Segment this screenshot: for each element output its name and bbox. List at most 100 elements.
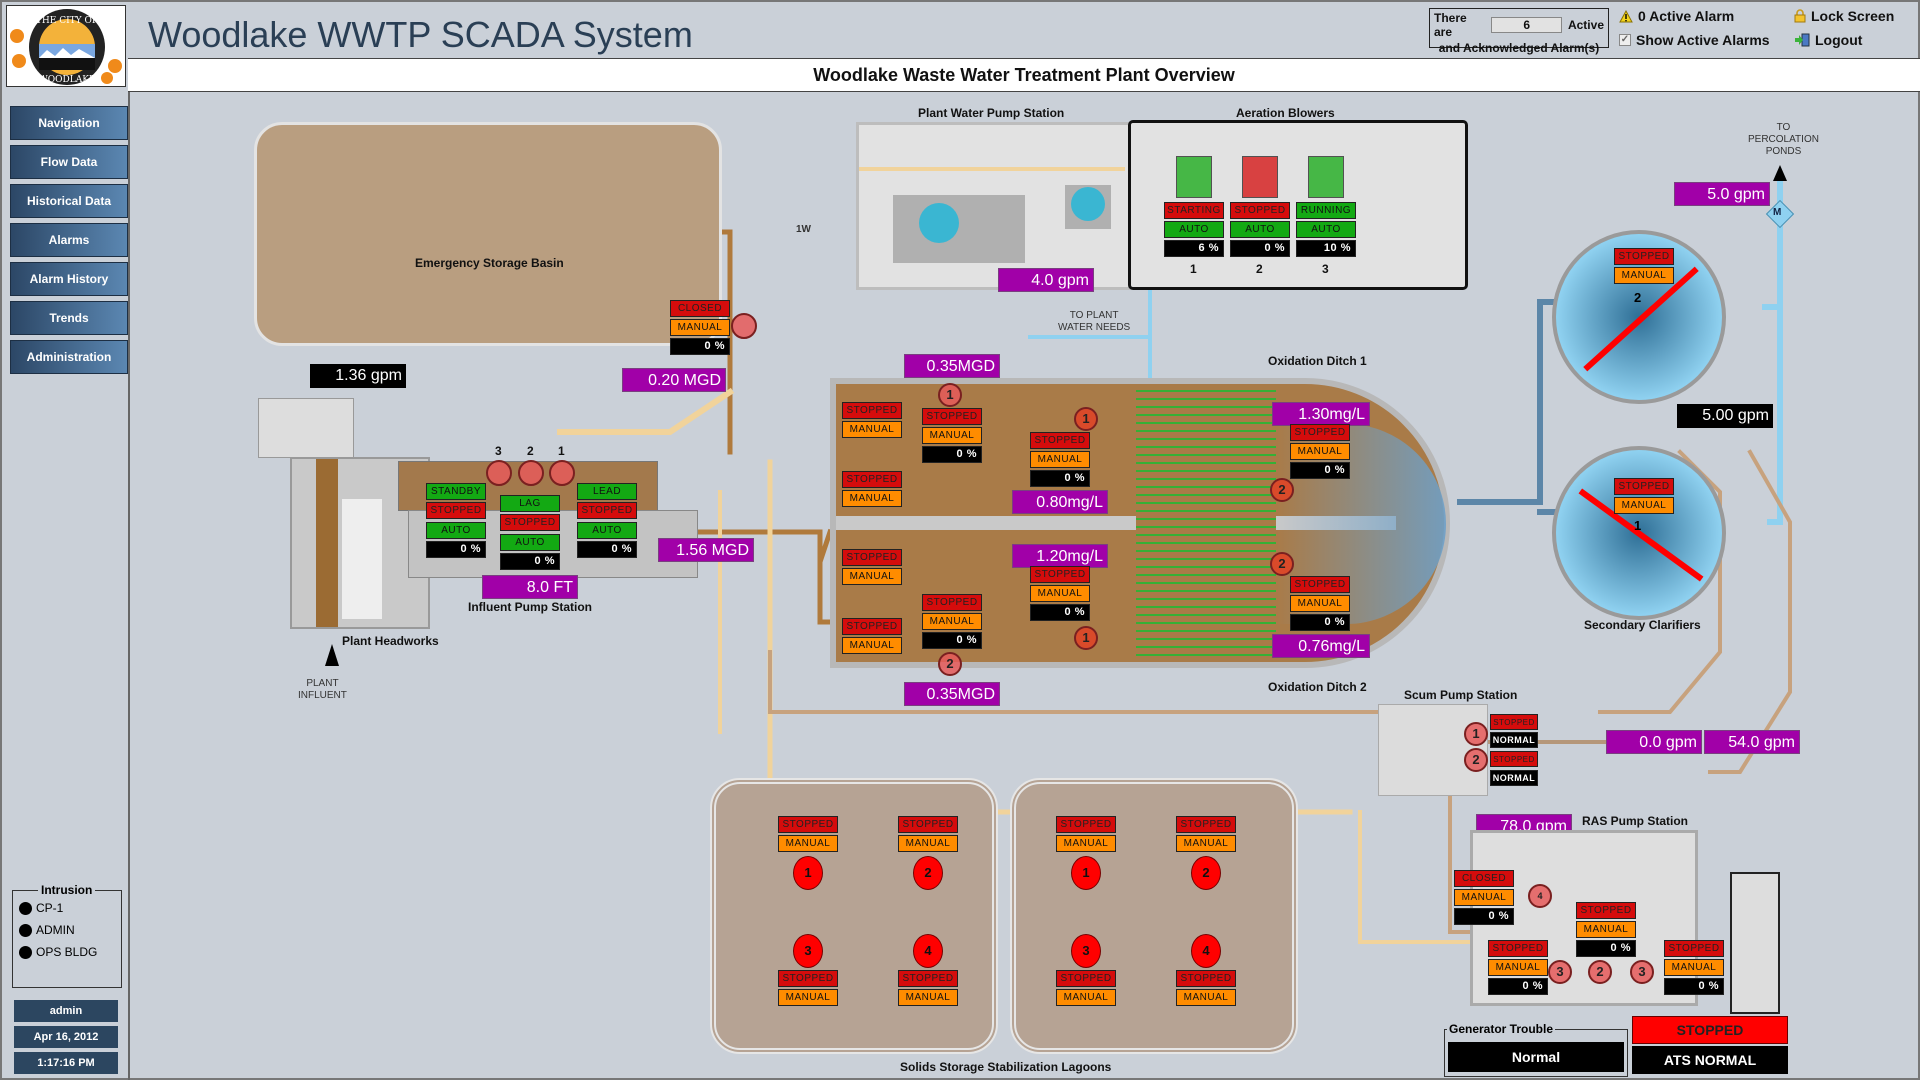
emergency-storage-basin[interactable]: [254, 122, 722, 346]
ras-pump-3-icon[interactable]: 3: [1548, 960, 1572, 984]
status-indicator-icon: [19, 945, 32, 959]
ras-pump-1-icon[interactable]: 3: [1630, 960, 1654, 984]
generator-trouble-title: Generator Trouble: [1447, 1022, 1556, 1036]
oxd-valve-1-state: STOPPED: [922, 408, 982, 425]
plant-water-pump-station[interactable]: [856, 122, 1132, 290]
influent-pump-3-icon[interactable]: [486, 460, 512, 486]
lagoon-1-mixer-2-icon[interactable]: 2: [913, 856, 943, 890]
warning-icon: [1619, 9, 1633, 22]
clarifier-2-mode[interactable]: MANUAL: [1614, 267, 1674, 284]
rotor-2a-icon[interactable]: 1: [1074, 626, 1098, 650]
nav-administration[interactable]: Administration: [10, 340, 128, 374]
lagoons-label: Solids Storage Stabilization Lagoons: [900, 1060, 1112, 1074]
active-alarm-link[interactable]: 0 Active Alarm: [1619, 8, 1734, 24]
influent-pump-2-icon[interactable]: [518, 460, 544, 486]
lock-screen-label: Lock Screen: [1811, 8, 1895, 24]
lagoon-2-mixer-4-icon[interactable]: 4: [1191, 934, 1221, 968]
flow-arrow-icon: [1773, 165, 1787, 181]
ras-pump-1-mode[interactable]: MANUAL: [1664, 959, 1724, 976]
nav-alarm-history[interactable]: Alarm History: [10, 262, 128, 296]
nav-trends[interactable]: Trends: [10, 301, 128, 335]
blower-1-mode[interactable]: AUTO: [1164, 221, 1224, 238]
lagoon-2-mixer-2-icon[interactable]: 2: [1191, 856, 1221, 890]
influent-pump-2-mode[interactable]: AUTO: [500, 534, 560, 551]
oxd-valve-1-icon[interactable]: 1: [938, 383, 962, 407]
lagoon-2-mixer-3-mode[interactable]: MANUAL: [1056, 989, 1116, 1006]
wet-well-level-value: 8.0 FT: [482, 575, 578, 599]
nav-flow-data[interactable]: Flow Data: [10, 145, 128, 179]
ras-pump-2-icon[interactable]: 2: [1588, 960, 1612, 984]
lagoon-1-mixer-4-mode[interactable]: MANUAL: [898, 989, 958, 1006]
blower-3-state: RUNNING: [1296, 202, 1356, 219]
scum-pump-1-icon[interactable]: 1: [1464, 722, 1488, 746]
oxd-gate-a-mode[interactable]: MANUAL: [842, 421, 902, 438]
ras-valve-mode[interactable]: MANUAL: [1454, 889, 1514, 906]
blower-2-icon[interactable]: [1242, 156, 1278, 198]
blower-1-icon[interactable]: [1176, 156, 1212, 198]
oxd-gate-d-mode[interactable]: MANUAL: [842, 637, 902, 654]
generator-trouble-panel: Generator Trouble Normal: [1444, 1022, 1628, 1077]
lagoon-2-mixer-1-icon[interactable]: 1: [1071, 856, 1101, 890]
lagoon-1-mixer-3-mode[interactable]: MANUAL: [778, 989, 838, 1006]
influent-pump-2-number: 2: [527, 444, 534, 458]
basin-valve-icon[interactable]: [731, 313, 757, 339]
blower-1-number: 1: [1190, 262, 1197, 276]
rotor-1a-icon[interactable]: 1: [1074, 407, 1098, 431]
rotor-1a-mode[interactable]: MANUAL: [1030, 451, 1090, 468]
headworks-label: Plant Headworks: [342, 634, 439, 648]
lagoon-2[interactable]: [1010, 778, 1298, 1054]
blower-2-mode[interactable]: AUTO: [1230, 221, 1290, 238]
blower-3-speed: 10 %: [1296, 240, 1356, 257]
oxd-valve-2-icon[interactable]: 2: [938, 652, 962, 676]
lagoon-2-mixer-3-icon[interactable]: 3: [1071, 934, 1101, 968]
lagoon-1-mixer-1-mode[interactable]: MANUAL: [778, 835, 838, 852]
lagoon-1-mixer-3-icon[interactable]: 3: [793, 934, 823, 968]
logo-top-text: THE CITY OF: [36, 16, 98, 26]
intrusion-label: OPS BLDG: [36, 945, 98, 959]
blower-1-speed: 6 %: [1164, 240, 1224, 257]
clarifier-1-mode[interactable]: MANUAL: [1614, 497, 1674, 514]
lagoon-1-mixer-1-icon[interactable]: 1: [793, 856, 823, 890]
oxd-gate-c-state: STOPPED: [842, 549, 902, 566]
influent-pump-1-icon[interactable]: [549, 460, 575, 486]
ras-pump-2-mode[interactable]: MANUAL: [1576, 921, 1636, 938]
show-active-alarms-label: Show Active Alarms: [1636, 32, 1770, 48]
blower-3-icon[interactable]: [1308, 156, 1344, 198]
alarm-summary-suffix: Active: [1567, 18, 1604, 32]
ras-valve-position: 0 %: [1454, 908, 1514, 925]
lock-screen-button[interactable]: Lock Screen: [1794, 8, 1894, 24]
oxd-gate-c-mode[interactable]: MANUAL: [842, 568, 902, 585]
ras-valve-icon[interactable]: 4: [1528, 884, 1552, 908]
lagoon-1-mixer-4-icon[interactable]: 4: [913, 934, 943, 968]
influent-pump-1-mode[interactable]: AUTO: [577, 522, 637, 539]
secondary-clarifier-1[interactable]: [1552, 446, 1726, 620]
rotor-1b-mode[interactable]: MANUAL: [1290, 443, 1350, 460]
oxd-valve-2-mode[interactable]: MANUAL: [922, 613, 982, 630]
basin-valve-mode[interactable]: MANUAL: [670, 319, 730, 336]
rotor-1b-icon[interactable]: 2: [1270, 478, 1294, 502]
rotor-2a-mode[interactable]: MANUAL: [1030, 585, 1090, 602]
oxd-valve-1-mode[interactable]: MANUAL: [922, 427, 982, 444]
app-title: Woodlake WWTP SCADA System: [148, 14, 693, 55]
influent-pump-3-mode[interactable]: AUTO: [426, 522, 486, 539]
scum-pump-2-icon[interactable]: 2: [1464, 748, 1488, 772]
nav-historical-data[interactable]: Historical Data: [10, 184, 128, 218]
logout-icon: [1795, 33, 1810, 47]
logout-button[interactable]: Logout: [1794, 32, 1862, 48]
rotor-2a-state: STOPPED: [1030, 566, 1090, 583]
ras-pump-3-mode[interactable]: MANUAL: [1488, 959, 1548, 976]
rotor-2b-icon[interactable]: 2: [1270, 552, 1294, 576]
lagoon-2-mixer-1-mode[interactable]: MANUAL: [1056, 835, 1116, 852]
lagoon-2-mixer-4-mode[interactable]: MANUAL: [1176, 989, 1236, 1006]
nav-alarms[interactable]: Alarms: [10, 223, 128, 257]
lagoon-2-mixer-2-mode[interactable]: MANUAL: [1176, 835, 1236, 852]
show-active-alarms-toggle[interactable]: ✓ Show Active Alarms: [1619, 32, 1770, 48]
blower-3-mode[interactable]: AUTO: [1296, 221, 1356, 238]
rotor-2b-mode[interactable]: MANUAL: [1290, 595, 1350, 612]
oxd-valve-1-position: 0 %: [922, 446, 982, 463]
checkbox-icon[interactable]: ✓: [1619, 34, 1631, 46]
lagoon-1-mixer-2-mode[interactable]: MANUAL: [898, 835, 958, 852]
nav-navigation[interactable]: Navigation: [10, 106, 128, 140]
oxd-gate-b-mode[interactable]: MANUAL: [842, 490, 902, 507]
ras-pump-3-speed: 0 %: [1488, 978, 1548, 995]
